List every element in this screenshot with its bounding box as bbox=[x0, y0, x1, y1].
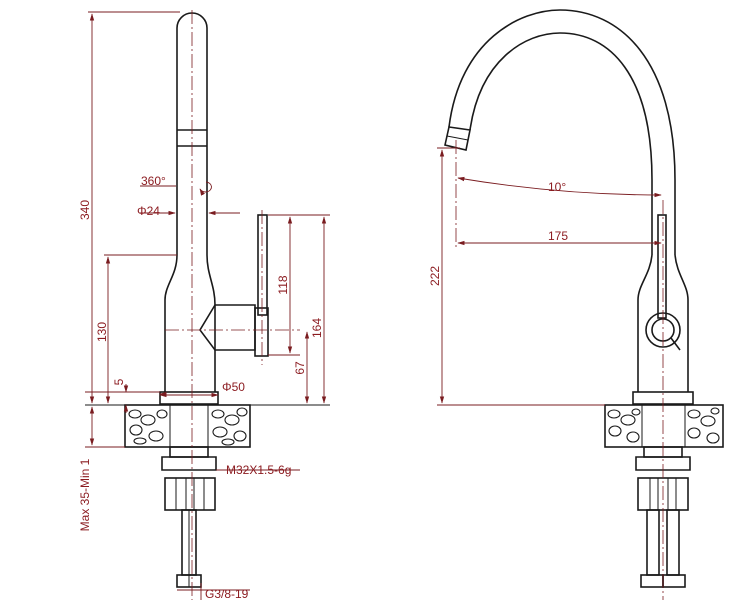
spout-height-label: 222 bbox=[428, 266, 442, 286]
spout-angle-label: 10° bbox=[548, 180, 566, 194]
rotation-label: 360° bbox=[141, 174, 166, 188]
spout-reach-label: 175 bbox=[548, 229, 568, 243]
base-ring bbox=[159, 391, 219, 405]
front-body bbox=[637, 254, 689, 392]
shank bbox=[169, 446, 209, 458]
total-height-label: 340 bbox=[78, 200, 92, 220]
lever bbox=[257, 214, 268, 316]
pipe-diameter-label: Φ24 bbox=[137, 204, 160, 218]
handle-lever-stub bbox=[670, 337, 681, 351]
side-view bbox=[85, 10, 330, 600]
gooseneck-spout bbox=[448, 9, 676, 255]
thread-label: M32X1.5-6g bbox=[226, 463, 291, 477]
aerator bbox=[444, 126, 471, 151]
body-height-label: 130 bbox=[95, 322, 109, 342]
hose-thread-label: G3/8-19 bbox=[205, 587, 249, 601]
counter-thickness-label: Max 35-Min 1 bbox=[78, 458, 92, 531]
handle-cap bbox=[254, 307, 269, 357]
lever-height-label: 118 bbox=[276, 275, 290, 294]
faucet-body bbox=[164, 254, 216, 392]
hose-front-right bbox=[666, 509, 680, 576]
counter-slab-right bbox=[604, 404, 724, 448]
mount-nut bbox=[161, 456, 217, 471]
handle-center-label: 67 bbox=[293, 361, 307, 375]
lever-front bbox=[657, 214, 667, 319]
handle-height-label: 164 bbox=[310, 318, 324, 338]
counter-slab-left bbox=[124, 404, 251, 448]
handle-block bbox=[199, 304, 256, 351]
hose-front-left bbox=[646, 509, 660, 576]
front-view bbox=[437, 9, 724, 600]
base-step-label: 5 bbox=[112, 378, 126, 385]
base-diameter-label: Φ50 bbox=[222, 380, 245, 394]
mounting-plate bbox=[164, 477, 216, 511]
